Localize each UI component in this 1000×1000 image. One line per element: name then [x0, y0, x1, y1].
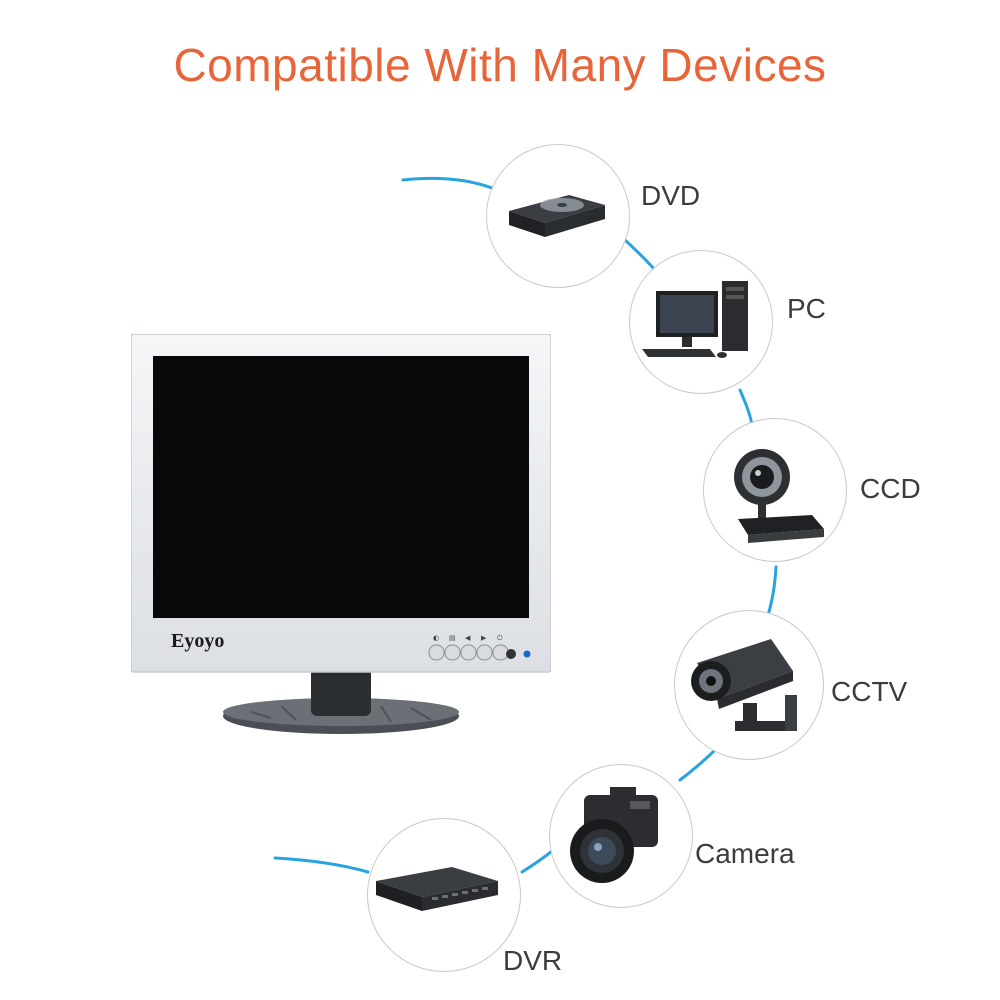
label-pc: PC: [787, 293, 826, 324]
brand-logo: Eyoyo: [171, 630, 225, 652]
monitor: ◐ ▤ ◀ ▶ ⏻: [131, 334, 551, 734]
device-camera: [549, 764, 693, 908]
svg-text:▶: ▶: [481, 634, 487, 642]
page-title: Compatible With Many Devices: [173, 39, 827, 91]
device-pc: [629, 250, 773, 394]
dslr-camera-icon: [570, 787, 658, 883]
dvr-recorder-icon: [376, 867, 498, 911]
label-cctv: CCTV: [831, 676, 908, 707]
device-ccd: [703, 418, 847, 562]
desktop-pc-icon: [642, 281, 748, 358]
svg-text:◀: ◀: [465, 634, 471, 642]
device-dvd: [486, 144, 630, 288]
label-ccd: CCD: [860, 473, 921, 504]
webcam-icon: [734, 449, 824, 543]
label-dvr: DVR: [503, 945, 563, 976]
label-dvd: DVD: [641, 180, 701, 211]
device-cctv: [674, 610, 824, 760]
svg-text:▤: ▤: [449, 634, 456, 642]
label-camera: Camera: [695, 838, 795, 869]
device-dvr: [367, 818, 521, 972]
dvd-drive-icon: [509, 195, 605, 237]
cctv-camera-icon: [691, 639, 797, 731]
svg-text:◐: ◐: [433, 634, 439, 642]
svg-text:⏻: ⏻: [497, 634, 503, 642]
